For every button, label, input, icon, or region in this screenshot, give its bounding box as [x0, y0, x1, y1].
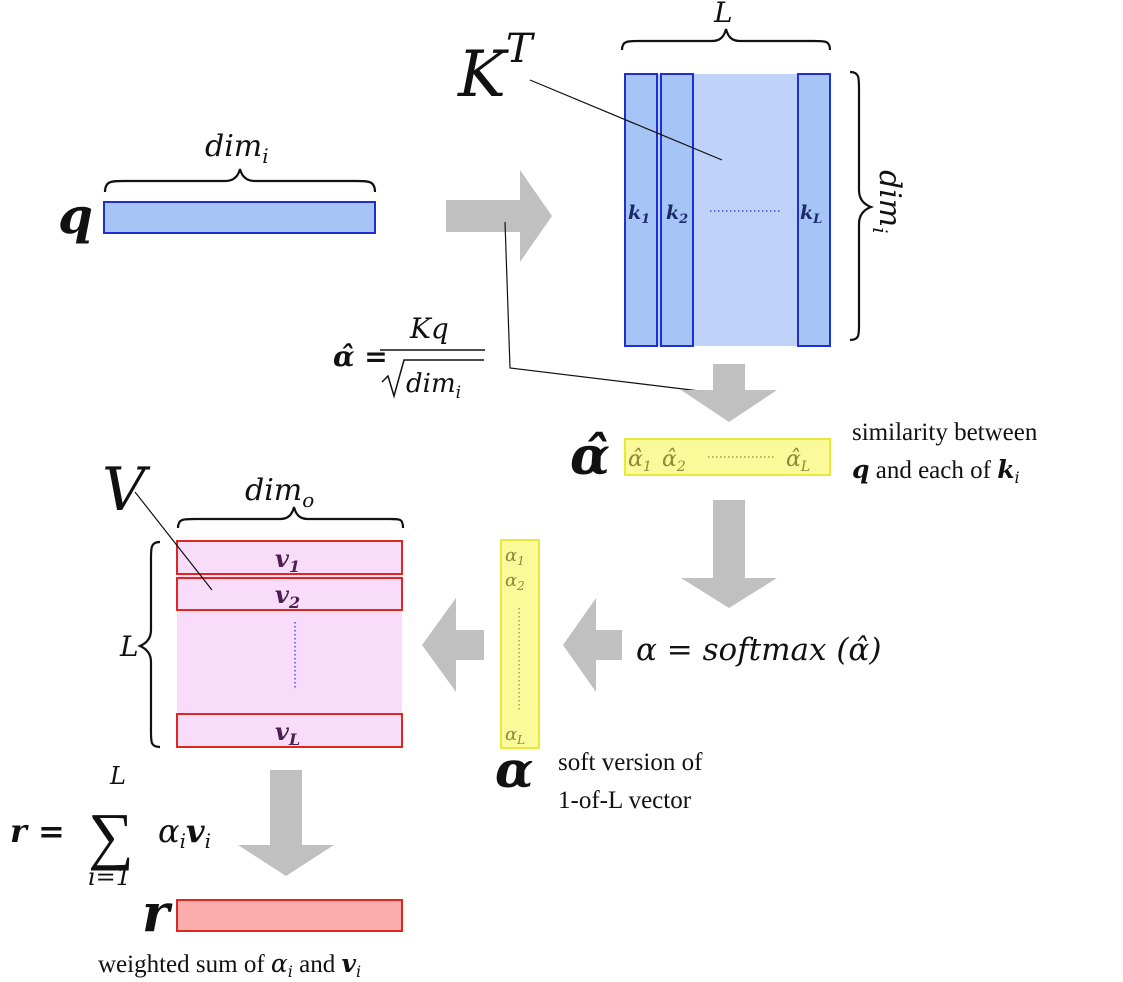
alpha-hat-big-label: α̂ [570, 426, 610, 487]
q-brace [103, 168, 377, 193]
V-label: V [102, 455, 151, 525]
K-label: KT [457, 26, 536, 112]
vL-row [176, 713, 403, 748]
V-top-brace [176, 506, 405, 529]
sum-top: L [109, 762, 126, 790]
ahL-label: α̂L [786, 447, 810, 475]
k2-column [660, 73, 694, 347]
a2-label: α2 [505, 570, 525, 593]
soft-line2: 1-of-L vector [558, 787, 692, 814]
kL-column [797, 73, 831, 347]
alpha-big-label: α [495, 740, 533, 799]
r-vector [176, 899, 403, 932]
K-pointer [529, 79, 723, 161]
arrow-V-to-r [238, 770, 334, 876]
L-left-label: L [119, 630, 139, 663]
q-dim-label: dimi [205, 129, 269, 168]
alpha-hat-vector [624, 438, 831, 476]
v2-label: v2 [275, 580, 300, 612]
aL-label: αL [505, 724, 525, 747]
formula-pointer [504, 221, 709, 393]
kL-label: kL [800, 202, 822, 227]
v1-label: v1 [275, 544, 300, 576]
K-matrix [625, 74, 830, 346]
q-label: q [58, 186, 93, 245]
dim-right-brace [849, 70, 875, 342]
V-matrix [177, 541, 402, 747]
r-formula-lhs: r = [10, 812, 65, 850]
soft-line1: soft version of [558, 749, 703, 776]
arrow-softmax-to-alpha [563, 598, 622, 692]
k1-column [624, 73, 658, 347]
V-pointer [134, 491, 213, 591]
k2-label: k2 [666, 202, 688, 227]
v2-row [176, 577, 403, 611]
arrow-K-to-alphahat [681, 364, 777, 422]
arrow-q-to-K [446, 170, 552, 262]
ah1-label: α̂1 [628, 447, 652, 475]
sum-bottom: i=1 [88, 863, 131, 891]
softmax-formula: α = softmax (α̂) [636, 632, 881, 668]
vL-label: vL [275, 717, 300, 749]
r-big-label: r [142, 883, 173, 944]
V-left-brace [137, 540, 161, 749]
alpha-hat-formula-lhs: α̂ = [333, 340, 388, 373]
weighted-text: weighted sum of αi and vi [98, 949, 361, 981]
sum-symbol: ∑ [88, 800, 134, 871]
alpha-vector [500, 539, 540, 749]
v1-row [176, 540, 403, 575]
similarity-line2: q and each of ki [852, 455, 1020, 487]
sum-term: αivi [158, 812, 211, 853]
a1-label: α1 [505, 545, 525, 568]
arrow-alpha-to-V [422, 598, 484, 692]
arrow-alphahat-to-softmax [681, 500, 777, 608]
similarity-line1: similarity between [852, 419, 1038, 446]
L-top-label: L [713, 0, 733, 29]
V-dim-label: dimo [245, 473, 314, 512]
q-vector [103, 201, 376, 234]
alpha-hat-formula-den: dimi [406, 369, 461, 403]
k1-label: k1 [628, 202, 650, 227]
sqrt-sign [381, 359, 484, 399]
alpha-hat-formula-num: Kq [409, 312, 449, 345]
dim-side-label: dimi [868, 170, 907, 234]
ah2-label: α̂2 [662, 447, 686, 475]
L-top-brace [620, 28, 832, 51]
